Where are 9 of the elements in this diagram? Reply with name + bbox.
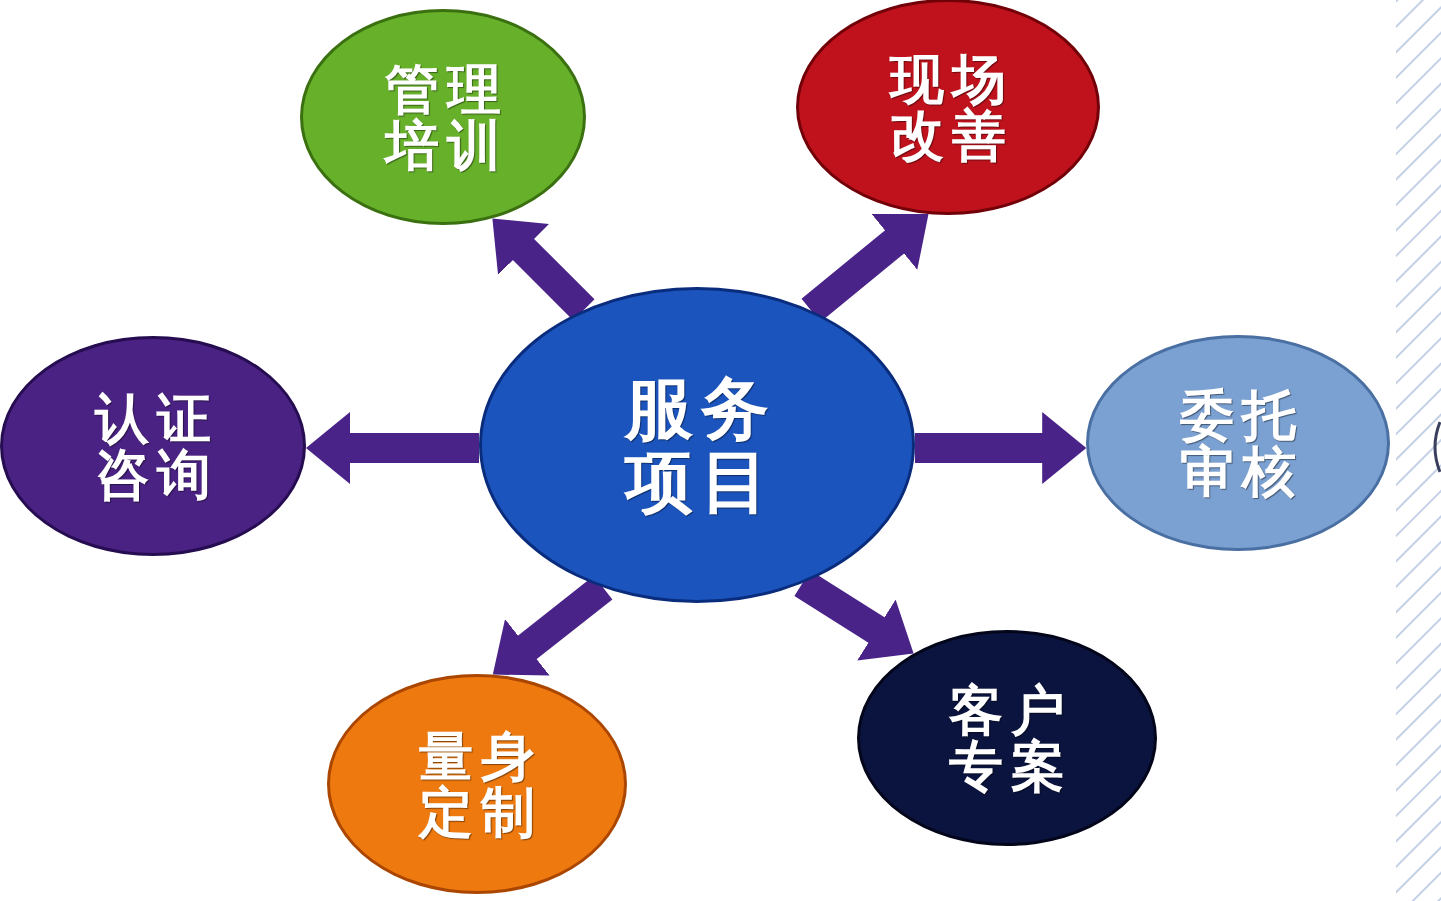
topic-circle: 现场改善	[796, 0, 1100, 215]
topic-circle: 委托审核	[1086, 335, 1390, 551]
arrow	[306, 412, 479, 484]
topic-circle: 量身定制	[327, 674, 627, 894]
hub-circle: 服务项目	[479, 287, 915, 603]
arrow	[915, 412, 1087, 484]
topic-circle: 认证咨询	[0, 336, 306, 556]
topic-circle: 客户专案	[857, 630, 1157, 846]
topic-circle: 管理培训	[300, 9, 586, 225]
